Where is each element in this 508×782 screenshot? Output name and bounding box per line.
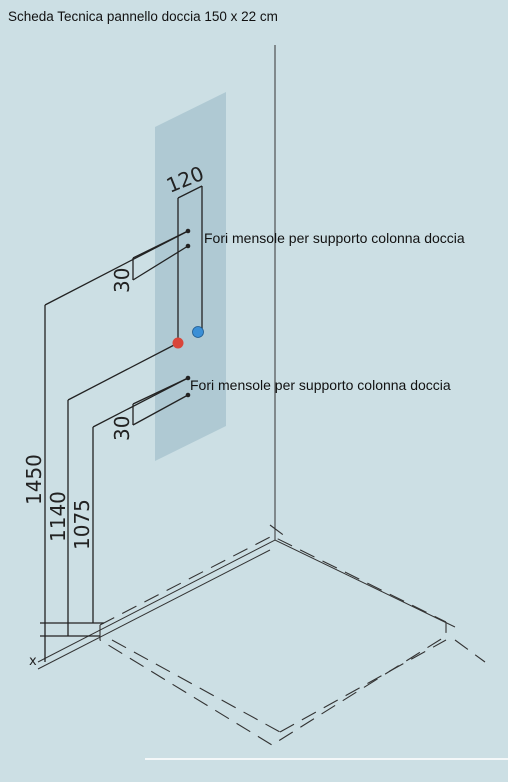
tray-outline-inner-left xyxy=(111,639,281,733)
tray-outline-inner-right xyxy=(279,639,447,733)
dim-120-line xyxy=(177,185,203,199)
dim-1075-label: 1075 xyxy=(70,499,94,550)
floor-edge-solid xyxy=(37,539,456,663)
hot-water-inlet xyxy=(172,337,184,349)
floor-edge-inner xyxy=(37,549,271,670)
lower-hole-line-1 xyxy=(132,377,189,405)
upper-hole-line-1 xyxy=(132,230,189,259)
tray-corner-dash xyxy=(269,524,291,541)
dim-30-upper-label: 30 xyxy=(110,268,134,293)
upper-hole-line-2 xyxy=(132,245,189,281)
tray-outline-back xyxy=(99,535,447,626)
dim-1140-label: 1140 xyxy=(46,491,70,542)
cold-water-inlet xyxy=(192,326,204,338)
page-title: Scheda Tecnica pannello doccia 150 x 22 … xyxy=(8,9,278,24)
upper-hole-1 xyxy=(185,228,191,234)
note-upper-bracket-holes: Fori mensole per supporto colonna doccia xyxy=(204,230,465,246)
lower-hole-1 xyxy=(185,375,191,381)
tray-outline-front xyxy=(99,622,447,746)
lower-hole-2 xyxy=(185,392,191,398)
note-lower-bracket-holes: Fori mensole per supporto colonna doccia xyxy=(190,377,451,393)
dim-1450-label: 1450 xyxy=(22,454,46,505)
upper-hole-2 xyxy=(185,243,191,249)
tray-outline-tail xyxy=(454,639,486,663)
shower-panel xyxy=(155,92,226,461)
origin-label: x xyxy=(29,654,37,669)
dim-30-lower-label: 30 xyxy=(110,416,134,441)
lower-hole-line-2 xyxy=(132,394,189,426)
leader-1140 xyxy=(67,342,179,401)
